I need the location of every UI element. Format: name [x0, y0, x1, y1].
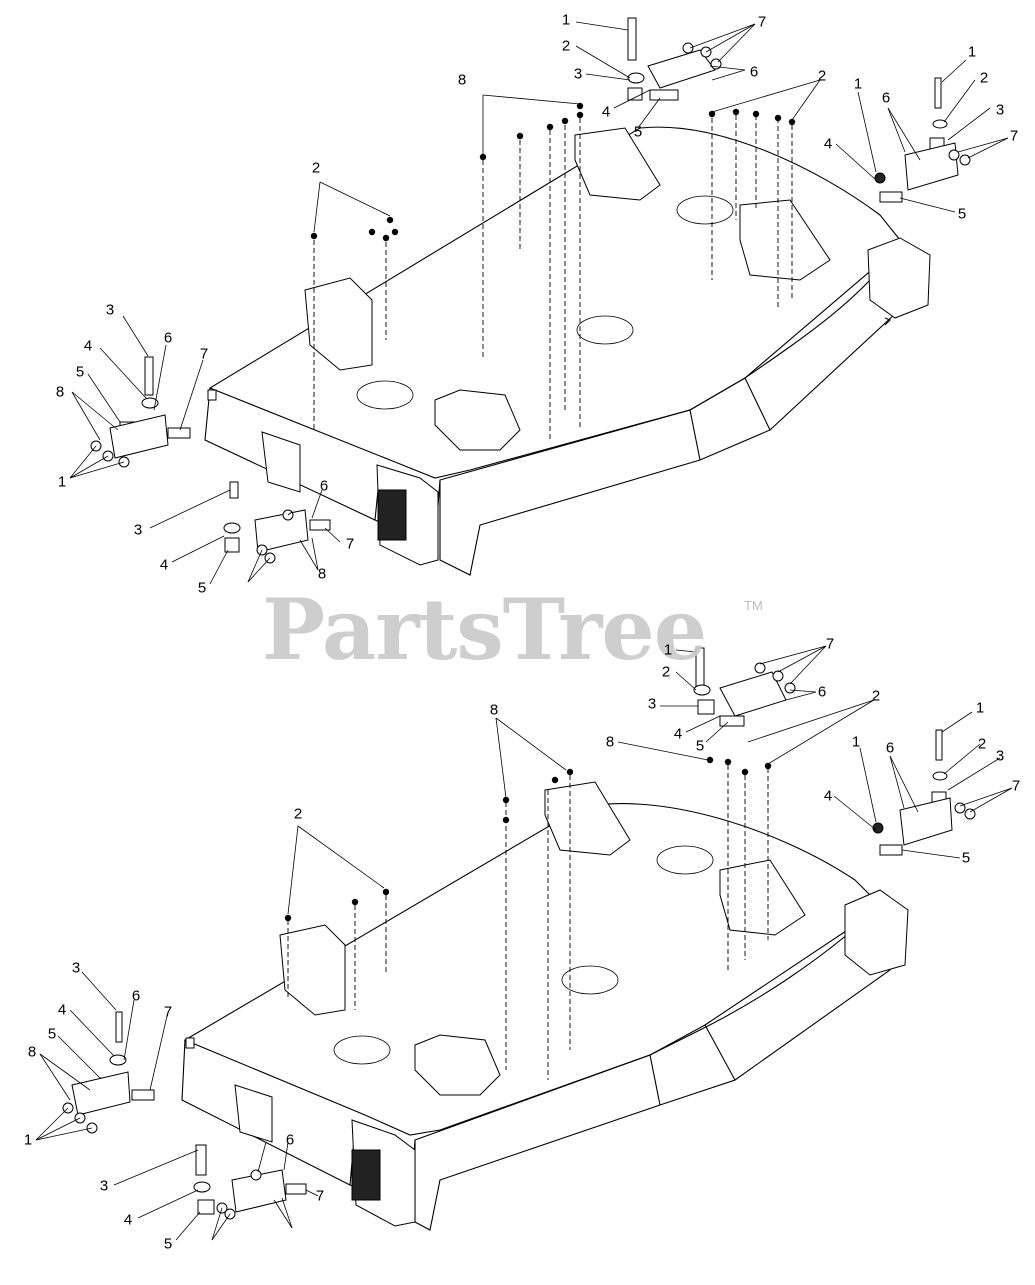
callout-8: 8 — [489, 701, 499, 719]
callout-8: 2 — [817, 67, 827, 85]
callout-7: 7 — [1009, 127, 1019, 145]
callout-1: 3 — [105, 301, 115, 319]
callout-3: 3 — [573, 65, 583, 83]
callout-2: 4 — [57, 1001, 67, 1019]
callout-7: 1 — [851, 733, 861, 751]
callout-3: 3 — [995, 747, 1005, 765]
callout-3: 3 — [647, 695, 657, 713]
callout-7: 7 — [1011, 777, 1021, 795]
callout-2: 2 — [977, 735, 987, 753]
callout-8: 8 — [457, 71, 467, 89]
callout-3: 3 — [995, 101, 1005, 119]
callout-3: 5 — [163, 1235, 173, 1253]
callout-4: 6 — [131, 987, 141, 1005]
callout-1: 1 — [561, 11, 571, 29]
callout-5: 5 — [695, 737, 705, 755]
callout-7: 7 — [825, 635, 835, 653]
callout-7: 7 — [757, 13, 767, 31]
callout-6: 8 — [317, 565, 327, 583]
hinge-kit — [193, 1144, 307, 1220]
callout-5: 5 — [961, 849, 971, 867]
callout-8: 2 — [311, 159, 321, 177]
callout-2: 2 — [979, 69, 989, 87]
callout-8: 8 — [605, 733, 615, 751]
callout-6: 6 — [881, 89, 891, 107]
callout-1: 3 — [71, 959, 81, 977]
callout-2: 4 — [83, 337, 93, 355]
callout-6: 8 — [27, 1043, 37, 1061]
callout-8: 2 — [871, 687, 881, 705]
callout-4: 6 — [319, 477, 329, 495]
callout-3: 5 — [47, 1025, 57, 1043]
hinge-kit — [627, 17, 722, 101]
hinge-kit — [693, 647, 796, 727]
hinge-kit — [62, 1011, 195, 1134]
callout-3: 5 — [75, 363, 85, 381]
callout-6: 6 — [817, 683, 827, 701]
callout-8: 2 — [293, 805, 303, 823]
callout-7: 1 — [23, 1131, 33, 1149]
callout-5: 5 — [633, 123, 643, 141]
lower-deck — [35, 645, 1013, 1241]
callout-2: 4 — [123, 1211, 133, 1229]
callout-4: 4 — [823, 135, 833, 153]
hinge-kit — [874, 77, 971, 203]
callout-5: 7 — [163, 1003, 173, 1021]
callout-5: 7 — [199, 345, 209, 363]
callout-1: 1 — [663, 641, 673, 659]
callout-4: 4 — [823, 787, 833, 805]
callout-4: 6 — [285, 1131, 295, 1149]
callout-1: 1 — [967, 43, 977, 61]
callout-4: 4 — [673, 725, 683, 743]
callout-7: 1 — [57, 473, 67, 491]
callout-1: 3 — [99, 1177, 109, 1195]
callout-2: 4 — [159, 556, 169, 574]
hinge-kit — [90, 356, 217, 468]
hinge-kit — [872, 729, 976, 856]
callout-6: 8 — [55, 383, 65, 401]
callout-2: 2 — [561, 37, 571, 55]
callout-3: 5 — [197, 579, 207, 597]
callout-5: 7 — [315, 1187, 325, 1205]
hinge-kit — [223, 481, 331, 564]
callout-1: 1 — [975, 699, 985, 717]
callout-1: 3 — [133, 521, 143, 539]
callout-2: 2 — [661, 663, 671, 681]
callout-5: 5 — [957, 205, 967, 223]
callout-5: 7 — [345, 535, 355, 553]
callout-7: 1 — [853, 75, 863, 93]
callout-4: 4 — [601, 103, 611, 121]
upper-deck — [69, 17, 1009, 585]
callout-4: 6 — [163, 329, 173, 347]
callout-6: 6 — [885, 739, 895, 757]
callout-6: 6 — [749, 63, 759, 81]
